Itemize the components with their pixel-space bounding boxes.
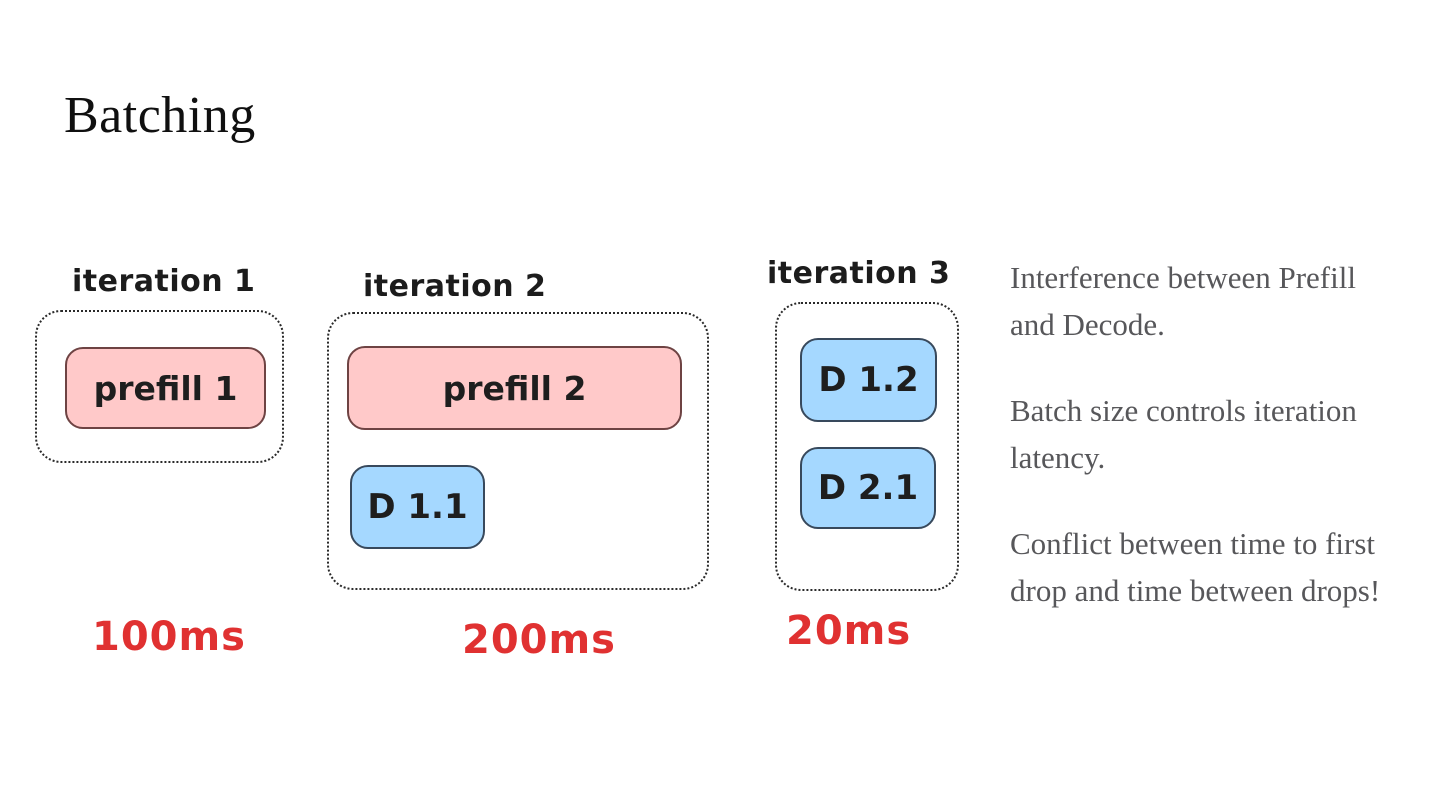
note-conflict: Conflict between time to first drop and … [1010, 525, 1381, 609]
note-interference: Interference between Prefill and Decode. [1010, 260, 1356, 343]
decode-2-1-box-label: D 2.1 [817, 468, 919, 508]
notes-column: Interference between Prefill and Decode.… [1010, 254, 1406, 653]
note-batch-size: Batch size controls iteration latency. [1010, 392, 1357, 476]
iteration-3-time-label: 20ms [786, 608, 912, 654]
decode-1-1-box-label: D 1.1 [367, 487, 468, 527]
decode-2-1-box: D 2.1 [800, 447, 936, 529]
iteration-3-container [775, 302, 959, 591]
prefill-1-box-label: prefill 1 [93, 368, 238, 408]
iteration-2-container [327, 312, 709, 590]
iteration-2-time-label: 200ms [462, 617, 616, 663]
iteration-1-time-label: 100ms [92, 614, 246, 660]
iteration-3-label: iteration 3 [767, 256, 951, 291]
prefill-2-box: prefill 2 [347, 346, 682, 430]
iteration-1-label: iteration 1 [72, 264, 256, 299]
prefill-1-box: prefill 1 [65, 347, 266, 429]
iteration-2-label: iteration 2 [363, 269, 547, 304]
page-title: Batching [64, 87, 256, 144]
decode-1-1-box: D 1.1 [350, 465, 485, 549]
decode-1-2-box: D 1.2 [800, 338, 937, 422]
decode-1-2-box-label: D 1.2 [818, 360, 919, 400]
iteration-1-container [35, 310, 284, 463]
prefill-2-box-label: prefill 2 [442, 368, 587, 408]
